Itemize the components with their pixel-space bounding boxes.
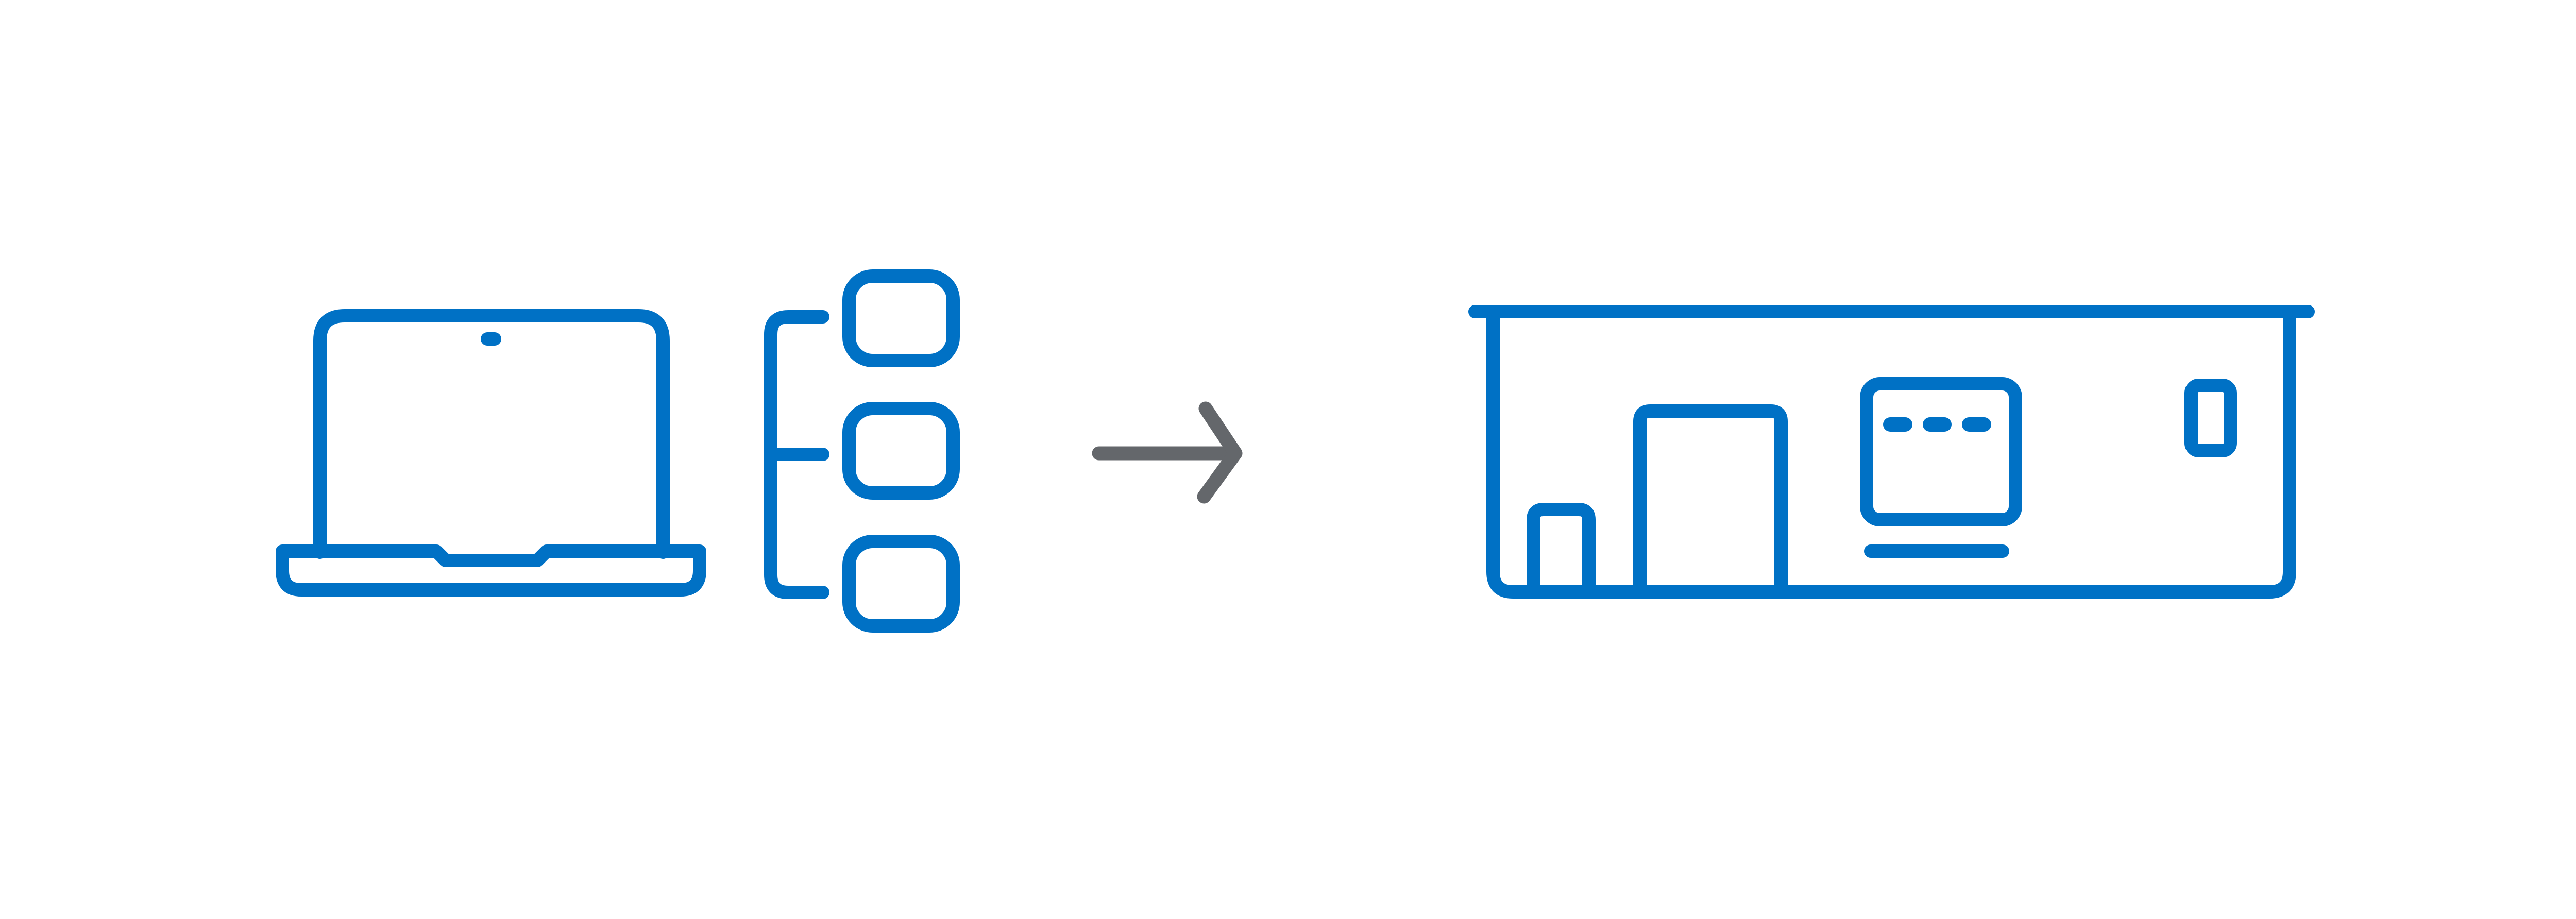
- arrow-head: [1197, 401, 1243, 504]
- building-window: [2184, 379, 2237, 457]
- arrow-right-icon: [1092, 401, 1243, 504]
- sign-dash-1: [1883, 417, 1912, 432]
- building-walls: [1486, 312, 2296, 599]
- laptop-screen: [313, 309, 670, 559]
- laptop-camera-dot-icon: [481, 332, 501, 346]
- building-small-box: [1527, 503, 1596, 594]
- tree-node-middle: [842, 402, 960, 500]
- sign-dash-3: [1962, 417, 1991, 432]
- sitemap-tree-icon: [764, 269, 960, 633]
- building-sign-panel: [1860, 377, 2022, 526]
- tree-node-bottom: [842, 535, 960, 633]
- sign-dash-2: [1923, 417, 1952, 432]
- laptop-icon: [276, 309, 706, 597]
- sign-dashes-icon: [1883, 417, 1991, 432]
- tree-node-top: [842, 269, 960, 367]
- laptop-base: [276, 544, 706, 597]
- building-door: [1633, 404, 1788, 594]
- datacenter-building-icon: [1468, 305, 2315, 599]
